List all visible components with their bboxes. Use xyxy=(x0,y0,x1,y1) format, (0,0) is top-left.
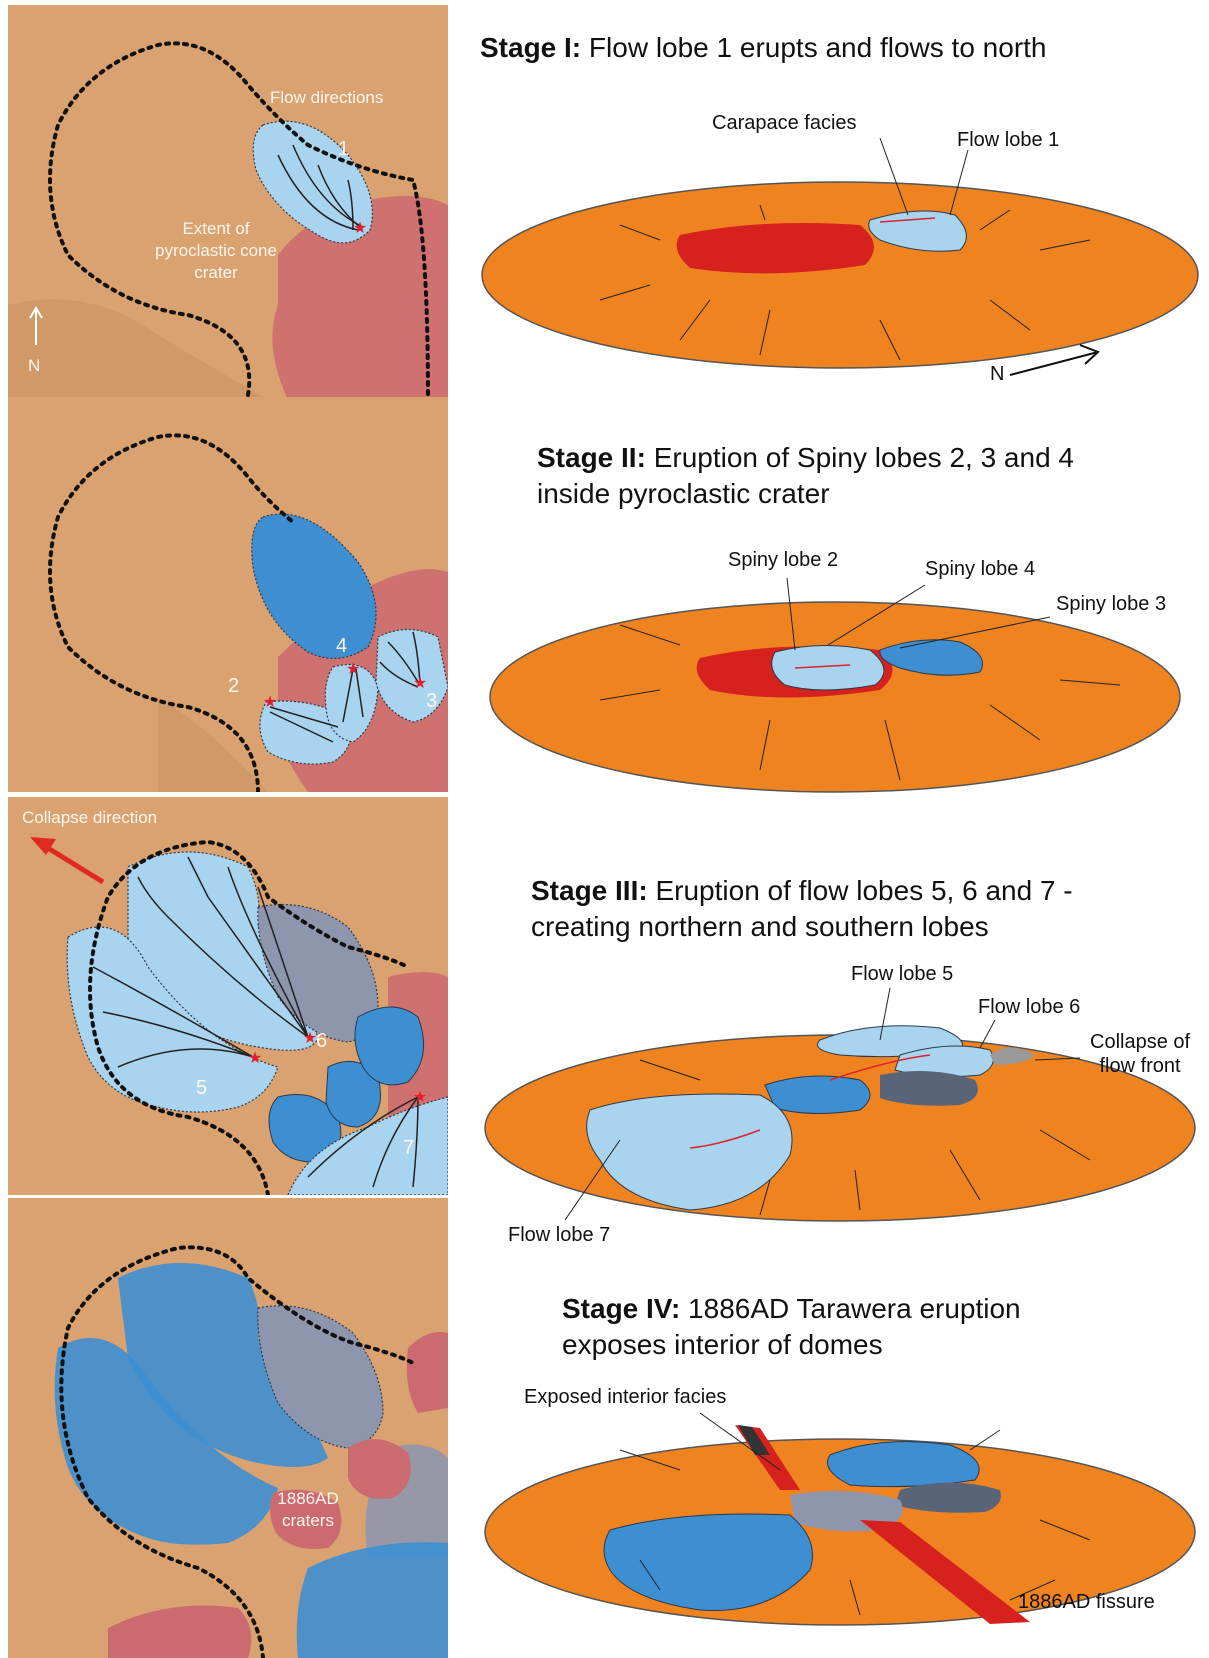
lobe-number-4: 4 xyxy=(336,635,347,657)
stage-1-title-bold: Stage I: xyxy=(480,32,581,63)
northern-lobe-shape xyxy=(828,1442,980,1487)
flow-lobe-1-label: Flow lobe 1 xyxy=(957,128,1059,152)
spiny-lobe-3-leader-line xyxy=(900,617,1050,648)
lobe-number-7: 7 xyxy=(403,1137,414,1159)
flow-lobe-6-label: Flow lobe 6 xyxy=(978,995,1080,1019)
flow-lobe-1-shape xyxy=(869,211,967,251)
crater-1886ad xyxy=(348,1439,411,1499)
collapse-label-line1: Collapse of xyxy=(1090,1031,1190,1053)
spiny-lobe-2-label: Spiny lobe 2 xyxy=(728,548,838,572)
map-panel-stage-3: ★ ★ ★ Collapse direction 5 6 7 xyxy=(8,797,448,1195)
stage-4-title-bold: Stage IV: xyxy=(562,1293,680,1324)
grey-lobe-shape xyxy=(880,1071,978,1106)
flow-lobe-1-leader-line xyxy=(950,150,968,215)
collapse-debris xyxy=(990,1048,1035,1066)
flow-lobe-7-shape xyxy=(587,1094,792,1210)
stage-4-title: Stage IV: 1886AD Tarawera eruption expos… xyxy=(562,1291,1021,1363)
fissure-1886ad xyxy=(860,1520,1030,1624)
crater-floor xyxy=(697,646,893,697)
crater-floor xyxy=(677,223,874,273)
fissure-1886ad xyxy=(735,1425,800,1490)
blue-lobe-shape xyxy=(765,1076,870,1114)
spiny-lobe-4-label: Spiny lobe 4 xyxy=(925,557,1035,581)
flow-arrow xyxy=(690,1130,760,1148)
grey-lobe-shape xyxy=(790,1491,903,1531)
carapace-facies-label: Carapace facies xyxy=(712,111,857,135)
stage-1-title-text: Flow lobe 1 erupts and flows to north xyxy=(581,32,1046,63)
collapse-leader-line xyxy=(1035,1058,1080,1060)
lobe-number-6: 6 xyxy=(316,1030,327,1052)
flow-lobe-6-shape xyxy=(895,1046,993,1077)
collapse-label-line2: flow front xyxy=(1099,1055,1180,1077)
map-stage-1-svg: ★ xyxy=(8,5,448,400)
exposed-interior-shape xyxy=(738,1425,770,1455)
spiny-lobe-4-leader-line xyxy=(828,585,925,645)
north-arrow-head-icon xyxy=(1080,345,1098,364)
exposed-facies-leader-line xyxy=(700,1413,780,1470)
flow-directions-label: Flow directions xyxy=(270,87,383,109)
flow-arrow xyxy=(830,1055,930,1080)
radial-lines xyxy=(600,625,1120,780)
flow-arrow xyxy=(795,665,850,668)
stage-2-title-bold: Stage II: xyxy=(537,442,646,473)
1886ad-craters-label: 1886AD craters xyxy=(273,1488,343,1532)
stage-3-title-bold: Stage III: xyxy=(531,875,648,906)
collapse-direction-label: Collapse direction xyxy=(22,807,157,829)
map-stage-3-svg: ★ ★ ★ xyxy=(8,797,448,1195)
flow-lobe-5-shape xyxy=(818,1026,963,1057)
flow-arrow xyxy=(880,218,935,222)
map-panel-stage-1: ★ Flow directions 1 Extent of pyroclasti… xyxy=(8,5,448,400)
flow-lobe-7-leader-line xyxy=(565,1140,620,1220)
spiny-lobe-3-shape xyxy=(880,640,983,675)
spiny-lobe-2-leader-line xyxy=(787,578,795,650)
collapse-flow-front-label: Collapse of flow front xyxy=(1090,1030,1190,1078)
lobe-number-3: 3 xyxy=(426,690,437,712)
radial-lines xyxy=(600,205,1090,360)
north-arrow-icon xyxy=(1010,352,1098,375)
stage-1-title: Stage I: Flow lobe 1 erupts and flows to… xyxy=(480,30,1047,66)
fissure-1886ad-label: 1886AD fissure xyxy=(1018,1590,1155,1614)
lobe-number-1: 1 xyxy=(338,138,349,160)
flow-lobe-6-leader-line xyxy=(980,1020,995,1048)
vent-star-icon: ★ xyxy=(263,694,277,711)
lobe-number-2: 2 xyxy=(228,675,239,697)
flow-lobe-5-label: Flow lobe 5 xyxy=(851,962,953,986)
north-label-diagram: N xyxy=(990,362,1004,386)
north-label: N xyxy=(28,355,40,377)
stage-3-title-line2: creating northern and southern lobes xyxy=(531,911,989,942)
vent-star-icon: ★ xyxy=(353,220,367,237)
vent-star-icon: ★ xyxy=(248,1050,262,1067)
spiny-lobes-shape xyxy=(772,645,884,690)
dome-surface xyxy=(485,1035,1195,1221)
spiny-lobe-3-label: Spiny lobe 3 xyxy=(1056,592,1166,616)
radial-lines xyxy=(640,1060,1090,1215)
stage-2-title: Stage II: Eruption of Spiny lobes 2, 3 a… xyxy=(537,440,1074,512)
stage-3-title: Stage III: Eruption of flow lobes 5, 6 a… xyxy=(531,873,1073,945)
lobe-number-5: 5 xyxy=(196,1077,207,1099)
vent-star-icon: ★ xyxy=(413,1089,427,1106)
carapace-leader-line xyxy=(880,138,908,215)
map-panel-stage-4: 1886AD craters xyxy=(8,1198,448,1658)
grey-lobe-shape xyxy=(895,1483,1001,1513)
stage-2-title-line2: inside pyroclastic crater xyxy=(537,478,830,509)
dome-surface xyxy=(482,182,1198,368)
vent-star-icon: ★ xyxy=(346,661,360,678)
dome-surface xyxy=(490,602,1180,792)
crater-1886ad xyxy=(407,1332,448,1413)
map-panel-stage-2: ★ ★ ★ 2 4 3 xyxy=(8,397,448,792)
radial-lines xyxy=(620,1430,1090,1615)
map-stage-4-svg xyxy=(8,1198,448,1658)
crater-extent-label: Extent of pyroclastic cone crater xyxy=(146,218,286,284)
southern-lobe-shape xyxy=(604,1514,813,1611)
stage-4-title-line1: 1886AD Tarawera eruption xyxy=(680,1293,1020,1324)
exposed-interior-facies-label: Exposed interior facies xyxy=(524,1385,726,1409)
flow-lobe-7-label: Flow lobe 7 xyxy=(508,1223,610,1247)
stage-2-title-line1: Eruption of Spiny lobes 2, 3 and 4 xyxy=(646,442,1074,473)
map-stage-2-svg: ★ ★ ★ xyxy=(8,397,448,792)
flow-lobe-5-leader-line xyxy=(880,988,890,1040)
stage-4-title-line2: exposes interior of domes xyxy=(562,1329,883,1360)
stage-3-title-line1: Eruption of flow lobes 5, 6 and 7 - xyxy=(648,875,1073,906)
